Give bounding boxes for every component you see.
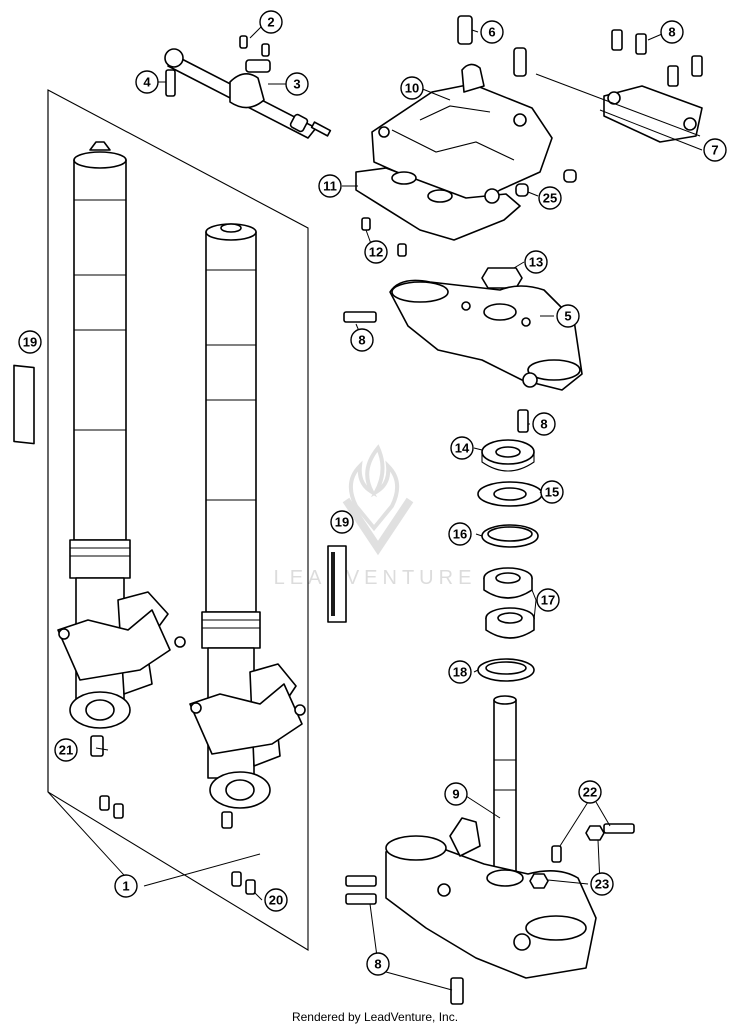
callout-14[interactable]: 14 <box>450 436 474 460</box>
svg-text:14: 14 <box>455 441 470 456</box>
svg-text:9: 9 <box>452 787 459 802</box>
svg-text:2: 2 <box>267 15 274 30</box>
upper-triple-clamp <box>389 279 583 391</box>
svg-text:8: 8 <box>668 25 675 40</box>
svg-text:6: 6 <box>488 25 495 40</box>
callout-25[interactable]: 25 <box>538 186 562 210</box>
callout-19-left[interactable]: 19 <box>18 330 42 354</box>
callout-6[interactable]: 6 <box>480 20 504 44</box>
seal-18 <box>477 658 535 682</box>
screw-2a <box>239 35 248 49</box>
screw-12a <box>361 217 371 231</box>
right-fork-leg <box>189 223 306 809</box>
plug-25b <box>563 169 577 183</box>
callout-11[interactable]: 11 <box>318 174 342 198</box>
bolt-8-bottom <box>450 977 464 1005</box>
callout-8-handlebar[interactable]: 8 <box>660 20 684 44</box>
svg-text:12: 12 <box>369 245 383 260</box>
svg-text:8: 8 <box>540 417 547 432</box>
svg-text:3: 3 <box>293 77 300 92</box>
callout-16[interactable]: 16 <box>448 522 472 546</box>
callout-15[interactable]: 15 <box>540 480 564 504</box>
nut-23a <box>585 825 605 841</box>
svg-text:23: 23 <box>595 877 609 892</box>
reflector-right <box>327 545 347 623</box>
screw-22 <box>551 845 562 863</box>
callout-19-right[interactable]: 19 <box>330 510 354 534</box>
bolt-6b <box>513 47 527 77</box>
svg-text:17: 17 <box>541 593 555 608</box>
bolt-8-mid <box>517 409 529 433</box>
svg-text:10: 10 <box>405 81 419 96</box>
fork-bolts <box>90 735 256 895</box>
plug-25a <box>515 183 529 197</box>
svg-text:18: 18 <box>453 665 467 680</box>
svg-text:19: 19 <box>335 515 349 530</box>
callout-1[interactable]: 1 <box>114 874 138 898</box>
svg-text:25: 25 <box>543 191 557 206</box>
callout-3[interactable]: 3 <box>285 72 309 96</box>
callout-13[interactable]: 13 <box>524 250 548 274</box>
bolt-4 <box>165 69 176 97</box>
left-fork-leg <box>57 141 186 729</box>
callout-5[interactable]: 5 <box>556 304 580 328</box>
callout-8-lower-clamp[interactable]: 8 <box>366 952 390 976</box>
reflector-left <box>13 364 35 445</box>
callout-7[interactable]: 7 <box>703 138 727 162</box>
callout-23[interactable]: 23 <box>590 872 614 896</box>
steering-damper <box>164 48 332 139</box>
handlebar-clamp-top <box>603 85 703 143</box>
leader-lines <box>47 25 703 991</box>
svg-text:19: 19 <box>23 335 37 350</box>
bolt-22 <box>603 823 635 834</box>
callout-21[interactable]: 21 <box>54 738 78 762</box>
callout-17[interactable]: 17 <box>536 588 560 612</box>
svg-text:5: 5 <box>564 309 571 324</box>
seal-16 <box>481 524 539 548</box>
svg-text:8: 8 <box>358 333 365 348</box>
bolt-8-lower-b <box>345 893 377 905</box>
watermark-text: LEADVENTURE <box>274 567 477 589</box>
bearing-14 <box>481 439 535 472</box>
nut-23b <box>529 873 549 889</box>
bolt-8-upper <box>343 311 377 323</box>
handlebar-clamp-upper <box>371 63 553 209</box>
seal-15 <box>477 481 543 507</box>
callout-12[interactable]: 12 <box>364 240 388 264</box>
callout-20[interactable]: 20 <box>264 888 288 912</box>
svg-text:15: 15 <box>545 485 559 500</box>
bolt-8-lower-a <box>345 875 377 887</box>
callout-8-stem[interactable]: 8 <box>532 412 556 436</box>
svg-text:20: 20 <box>269 893 283 908</box>
bearing-17 <box>483 567 535 639</box>
svg-text:7: 7 <box>711 143 718 158</box>
callout-9[interactable]: 9 <box>444 782 468 806</box>
callout-4[interactable]: 4 <box>135 70 159 94</box>
callout-22[interactable]: 22 <box>578 780 602 804</box>
svg-text:13: 13 <box>529 255 543 270</box>
lower-triple-clamp <box>385 695 597 979</box>
callout-2[interactable]: 2 <box>259 10 283 34</box>
callout-8-upper-clamp[interactable]: 8 <box>350 328 374 352</box>
svg-text:1: 1 <box>122 879 129 894</box>
handlebar-clamp-lower <box>355 167 521 241</box>
footer-credit: Rendered by LeadVenture, Inc. <box>291 1010 459 1024</box>
screw-12b <box>397 243 407 257</box>
svg-text:21: 21 <box>59 743 73 758</box>
bolt-6 <box>457 15 473 45</box>
svg-text:4: 4 <box>143 75 151 90</box>
svg-text:8: 8 <box>374 957 381 972</box>
svg-text:22: 22 <box>583 785 597 800</box>
svg-text:11: 11 <box>323 179 337 194</box>
callout-10[interactable]: 10 <box>400 76 424 100</box>
callout-18[interactable]: 18 <box>448 660 472 684</box>
leadventure-watermark: LEADVENTURE <box>274 444 477 589</box>
svg-text:16: 16 <box>453 527 467 542</box>
nut-13 <box>481 267 523 289</box>
screw-2b <box>261 43 270 57</box>
